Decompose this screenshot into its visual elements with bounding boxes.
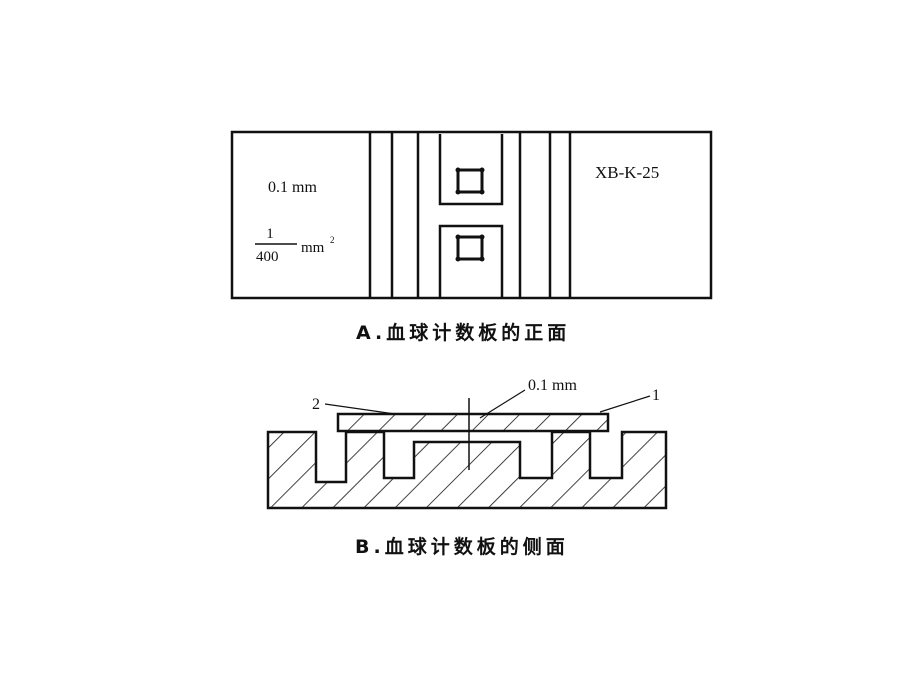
callout-2: 2 bbox=[312, 396, 320, 413]
side-view: 0.1 mm 2 1 bbox=[266, 377, 668, 510]
front-view-caption: A.血球计数板的正面 bbox=[356, 322, 571, 344]
area-exponent: 2 bbox=[330, 235, 335, 245]
grooves bbox=[368, 132, 572, 298]
model-label: XB-K-25 bbox=[595, 163, 659, 182]
cover-glass bbox=[336, 412, 610, 433]
depth-label: 0.1 mm bbox=[268, 179, 317, 196]
side-view-caption: B.血球计数板的侧面 bbox=[355, 536, 569, 558]
front-view: 0.1 mm 1 400 mm 2 XB-K-25 bbox=[230, 130, 713, 300]
area-numerator: 1 bbox=[266, 226, 274, 242]
grid-square-upper bbox=[456, 168, 484, 194]
callout-1: 1 bbox=[652, 387, 660, 404]
callout-1-leader bbox=[599, 395, 651, 413]
grid-squares bbox=[456, 168, 484, 261]
grid-square-lower bbox=[456, 235, 484, 261]
slide-outline bbox=[230, 130, 713, 300]
area-unit: mm bbox=[301, 240, 325, 256]
counting-chambers bbox=[438, 134, 504, 298]
area-denominator: 400 bbox=[256, 249, 279, 265]
callout-2-leader bbox=[324, 403, 396, 415]
slide-base bbox=[266, 430, 668, 510]
gap-label: 0.1 mm bbox=[528, 377, 577, 394]
gap-leader bbox=[479, 389, 526, 419]
